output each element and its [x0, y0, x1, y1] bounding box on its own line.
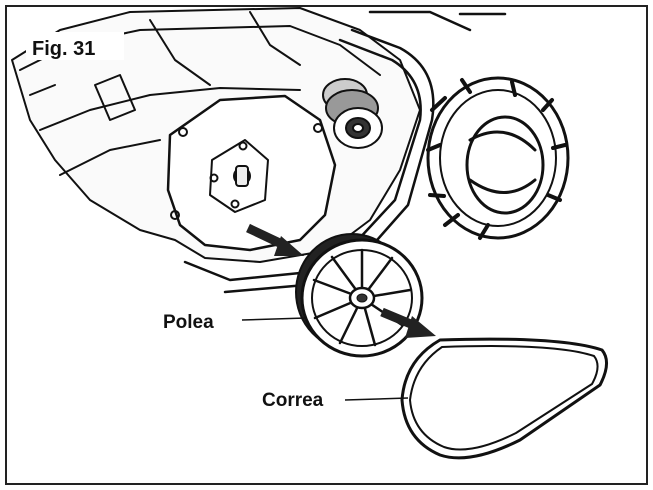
handle-frame — [183, 10, 507, 294]
figure-label: Fig. 31 — [32, 38, 95, 60]
removal-arrow-upper — [246, 223, 304, 256]
belt — [400, 337, 608, 460]
belt-leader-line — [344, 397, 409, 401]
rear-wheel — [426, 76, 570, 240]
pulley-leader-line — [241, 317, 307, 321]
belt-label: Correa — [262, 390, 324, 411]
pulley-label: Polea — [163, 312, 214, 333]
figure-border — [5, 5, 648, 485]
pulley — [295, 233, 424, 358]
drive-hub — [209, 139, 269, 213]
fig-label-background — [26, 32, 124, 60]
removal-arrow-lower — [380, 307, 436, 338]
idler-gear-stack — [322, 78, 383, 149]
